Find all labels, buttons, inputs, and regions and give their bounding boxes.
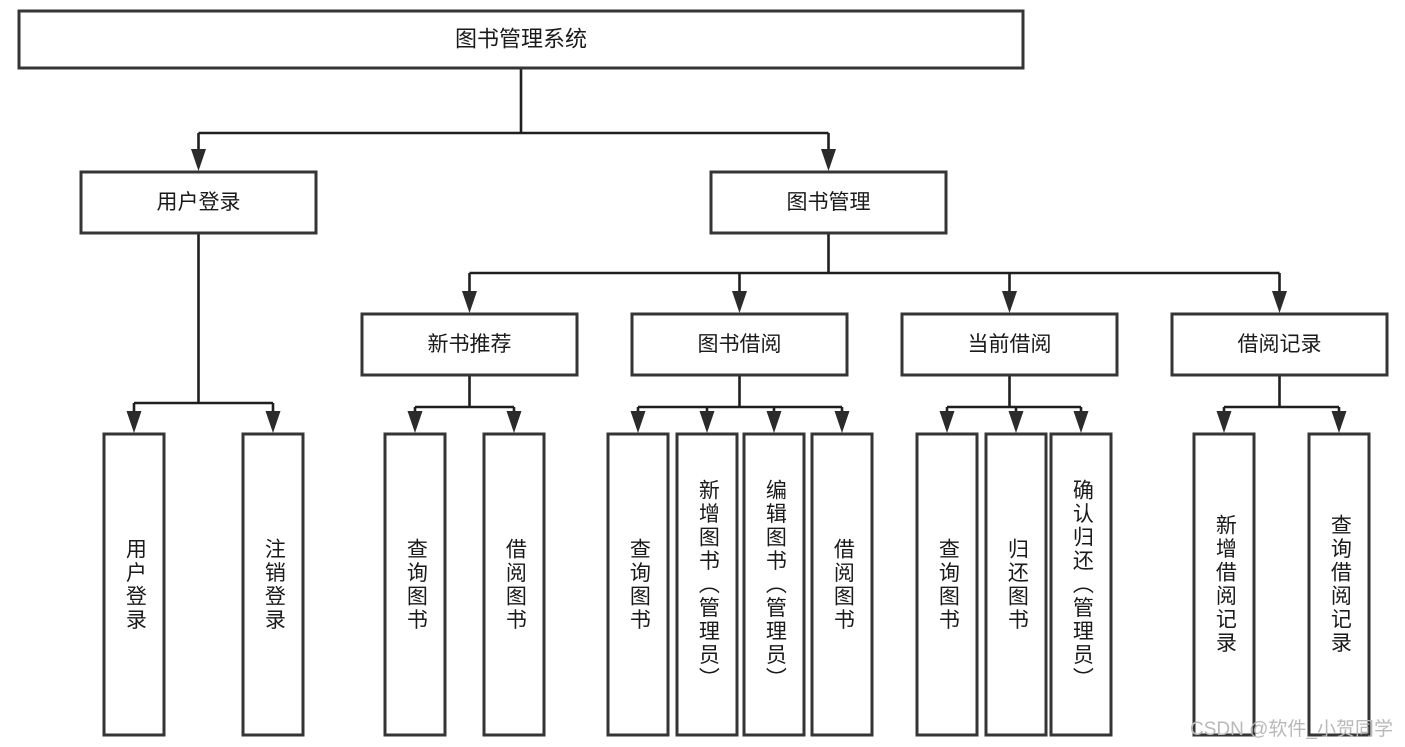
- node-label: 图书借阅: [698, 333, 782, 356]
- arrow-head-icon: [126, 411, 142, 433]
- leaf-node[interactable]: [810, 432, 874, 737]
- arrow-head-icon: [939, 411, 955, 433]
- node-box[interactable]: [984, 432, 1048, 737]
- connector-group-l1-0: [126, 233, 281, 433]
- leaf-node[interactable]: [241, 432, 305, 737]
- arrow-head-icon: [1216, 411, 1232, 433]
- node-label: 借阅记录: [1238, 333, 1322, 356]
- node-box[interactable]: [675, 432, 739, 737]
- arrow-head-icon: [462, 291, 477, 313]
- node-label: 用户登录: [157, 191, 241, 214]
- leaf-node[interactable]: [742, 432, 806, 737]
- arrow-head-icon: [766, 411, 782, 433]
- node-label: 新书推荐: [428, 333, 512, 356]
- arrow-head-icon: [407, 411, 423, 433]
- node-label: 图书管理系统: [455, 26, 587, 51]
- branch-node[interactable]: [1170, 312, 1389, 377]
- node-box[interactable]: [79, 170, 318, 235]
- arrow-head-icon: [1008, 411, 1024, 433]
- connector-group-l2-2: [939, 375, 1089, 433]
- arrow-head-icon: [1331, 411, 1347, 433]
- node-box[interactable]: [606, 432, 670, 737]
- leaf-node[interactable]: [482, 432, 546, 737]
- arrow-head-icon: [821, 149, 836, 171]
- connector-group-l2-1: [630, 375, 850, 433]
- leaf-node[interactable]: [984, 432, 1048, 737]
- arrow-head-icon: [506, 411, 522, 433]
- leaf-node[interactable]: [1307, 432, 1371, 737]
- leaf-node[interactable]: [606, 432, 670, 737]
- branch-node[interactable]: [900, 312, 1119, 377]
- node-box[interactable]: [915, 432, 979, 737]
- arrow-head-icon: [732, 291, 747, 313]
- arrow-head-icon: [630, 411, 646, 433]
- branch-node[interactable]: [709, 170, 948, 235]
- node-box[interactable]: [900, 312, 1119, 377]
- node-box[interactable]: [383, 432, 447, 737]
- connector-group-l1-1: [462, 233, 1287, 313]
- leaf-node[interactable]: [915, 432, 979, 737]
- branch-node[interactable]: [79, 170, 318, 235]
- node-box[interactable]: [360, 312, 579, 377]
- arrow-head-icon: [699, 411, 715, 433]
- node-box[interactable]: [102, 432, 166, 737]
- node-box[interactable]: [709, 170, 948, 235]
- node-box[interactable]: [742, 432, 806, 737]
- arrow-head-icon: [191, 149, 206, 171]
- arrow-head-icon: [1002, 291, 1017, 313]
- leaf-node[interactable]: [1049, 432, 1113, 737]
- watermark-text: CSDN @软件_小贺同学: [1190, 719, 1393, 740]
- leaf-node[interactable]: [383, 432, 447, 737]
- branch-node[interactable]: [360, 312, 579, 377]
- connector-group-l2-0: [407, 375, 522, 433]
- leaf-node[interactable]: [102, 432, 166, 737]
- arrow-head-icon: [1073, 411, 1089, 433]
- node-box[interactable]: [630, 312, 849, 377]
- node-box[interactable]: [1170, 312, 1389, 377]
- node-label: 当前借阅: [968, 333, 1052, 356]
- leaf-node[interactable]: [675, 432, 739, 737]
- node-box[interactable]: [1192, 432, 1256, 737]
- arrow-head-icon: [265, 411, 281, 433]
- arrow-head-icon: [834, 411, 850, 433]
- node-label: 图书管理: [787, 191, 871, 214]
- node-box[interactable]: [1049, 432, 1113, 737]
- node-box[interactable]: [1307, 432, 1371, 737]
- connector-group-root: [191, 68, 836, 171]
- node-box[interactable]: [17, 9, 1025, 70]
- connector-group-l2-3: [1216, 375, 1347, 433]
- node-box[interactable]: [241, 432, 305, 737]
- node-box[interactable]: [810, 432, 874, 737]
- node-box[interactable]: [482, 432, 546, 737]
- leaf-node[interactable]: [1192, 432, 1256, 737]
- arrow-head-icon: [1272, 291, 1287, 313]
- root-node[interactable]: [17, 9, 1025, 70]
- branch-node[interactable]: [630, 312, 849, 377]
